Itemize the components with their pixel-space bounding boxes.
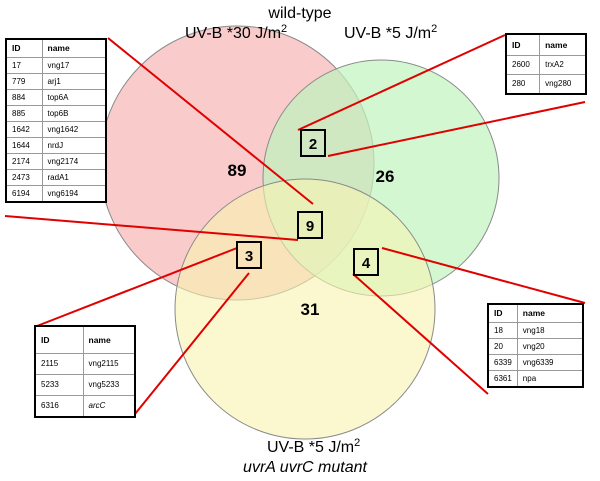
gene-name: arj1 [41,73,107,90]
gene-id: 1644 [5,137,43,154]
region-count-bc: 4 [362,255,371,272]
gene-name: vng20 [516,338,584,355]
connector-abc [4,215,299,241]
connector-ac [134,272,250,415]
set-label-mutant-line2: uvrA uvrC mutant [243,459,367,476]
gene-name: vng5233 [82,374,136,396]
table-header-name: name [41,38,107,58]
gene-id: 2473 [5,169,43,186]
gene-name: nrdJ [41,137,107,154]
gene-id: 885 [5,105,43,122]
table-header-id: ID [505,33,541,56]
diagram-title: wild-type [267,5,331,22]
table-header-name: name [82,325,136,354]
gene-id: 2600 [505,55,541,75]
connector-bc [352,273,489,395]
region-box-ab: 2 [300,129,326,157]
region-count-b-only: 26 [376,167,395,186]
table-header-id: ID [487,303,518,323]
gene-name: vng18 [516,322,584,339]
gene-id: 5233 [34,374,84,396]
region-count-abc: 9 [306,218,314,235]
gene-name: top6B [41,105,107,122]
gene-id: 884 [5,89,43,106]
gene-id: 2174 [5,153,43,170]
gene-name: vng6194 [41,185,107,203]
gene-name: vng1642 [41,121,107,138]
gene-id: 6361 [487,370,518,388]
region-count-a-only: 89 [228,161,247,180]
set-label-uvb5-mutant: UV-B *5 J/m2 [267,437,360,456]
gene-id: 779 [5,73,43,90]
connector-bc [381,247,586,304]
table-header-name: name [516,303,584,323]
connector-ab [297,34,506,131]
gene-name: vng6339 [516,354,584,371]
gene-name: trxA2 [539,55,587,75]
region-count-ab: 2 [309,136,317,153]
gene-name: radA1 [41,169,107,186]
connector-abc [107,37,314,205]
region-box-abc: 9 [297,211,323,239]
gene-name: vng17 [41,57,107,74]
table-header-id: ID [5,38,43,58]
gene-id: 17 [5,57,43,74]
set-label-uvb5: UV-B *5 J/m2 [344,23,437,42]
gene-id: 1642 [5,121,43,138]
region-box-bc: 4 [353,248,379,276]
set-label-uvb30: UV-B *30 J/m2 [185,23,287,42]
table-header-id: ID [34,325,84,354]
gene-name: top6A [41,89,107,106]
gene-id: 280 [505,74,541,95]
gene-id: 2115 [34,353,84,375]
gene-name: vng2115 [82,353,136,375]
region-count-ac: 3 [245,248,253,265]
gene-id: 6339 [487,354,518,371]
set-circle-uvb5-uvr-mutant [174,178,436,440]
gene-id: 20 [487,338,518,355]
gene-name: vng2174 [41,153,107,170]
connector-ac [36,247,238,327]
gene-name: arcC [82,395,136,418]
gene-id: 18 [487,322,518,339]
region-count-c-only: 31 [301,300,320,319]
gene-id: 6316 [34,395,84,418]
gene-name: vng280 [539,74,587,95]
gene-id: 6194 [5,185,43,203]
connector-ab [327,101,586,157]
table-header-name: name [539,33,587,56]
connector-lines [4,34,586,415]
region-box-ac: 3 [236,241,262,269]
gene-name: npa [516,370,584,388]
